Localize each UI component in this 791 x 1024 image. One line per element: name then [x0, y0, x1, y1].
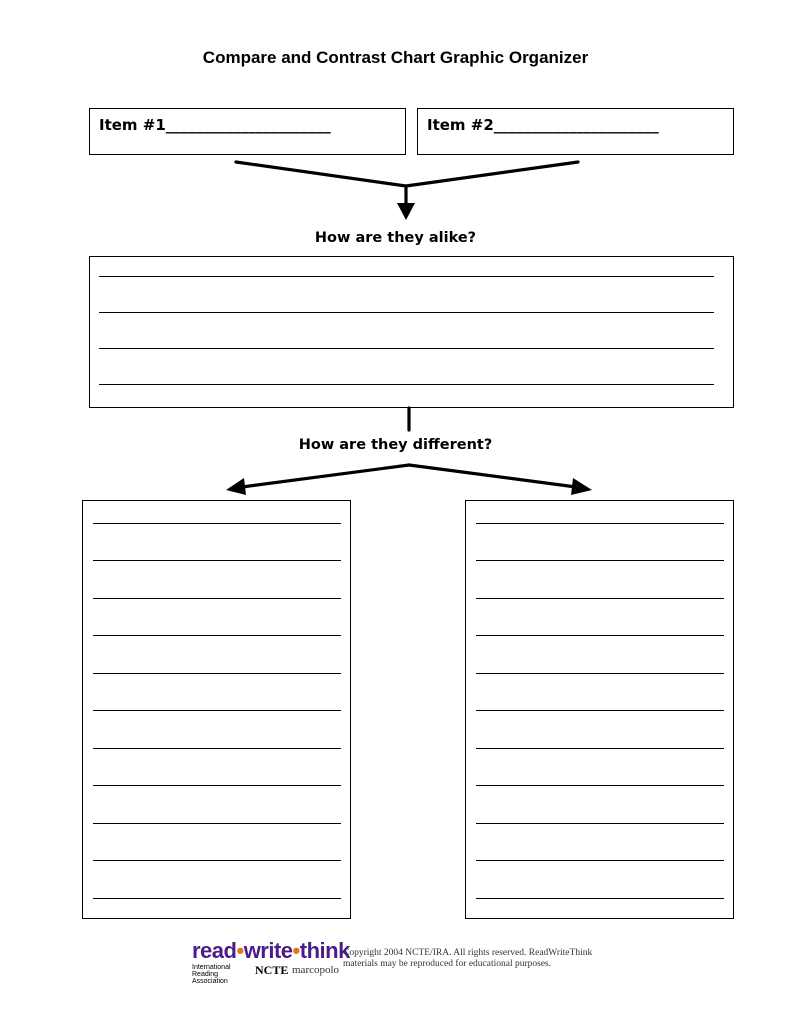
different-prompt: How are they different? [298, 437, 493, 453]
logo-partners: International Reading Association NCTE m… [192, 963, 342, 985]
different-right-line[interactable] [476, 673, 724, 674]
different-left-box[interactable] [82, 500, 351, 919]
different-right-line[interactable] [476, 598, 724, 599]
item-2-label-wrap: Item #2______________________ [427, 116, 659, 134]
different-left-line[interactable] [93, 898, 341, 899]
logo-ncte: NCTE [255, 963, 289, 977]
different-right-box[interactable] [465, 500, 734, 919]
right-arrowhead [571, 478, 592, 495]
item-1-label: Item #1 [99, 116, 166, 134]
alike-line[interactable] [99, 312, 714, 313]
alike-line[interactable] [99, 384, 714, 385]
merge-arrow-left-stroke [234, 160, 408, 188]
item-2-label: Item #2 [427, 116, 494, 134]
page-title: Compare and Contrast Chart Graphic Organ… [202, 48, 589, 67]
item-2-box[interactable]: Item #2______________________ [417, 108, 734, 155]
logo-ira: International Reading Association [192, 964, 231, 985]
different-left-line[interactable] [93, 860, 341, 861]
different-left-line[interactable] [93, 748, 341, 749]
logo-dot-icon: • [236, 938, 244, 963]
merge-arrow-right-stroke [404, 160, 580, 188]
alike-prompt: How are they alike? [314, 230, 477, 246]
item-1-box[interactable]: Item #1______________________ [89, 108, 406, 155]
different-left-line[interactable] [93, 785, 341, 786]
different-left-line[interactable] [93, 635, 341, 636]
different-right-line[interactable] [476, 635, 724, 636]
different-right-line[interactable] [476, 710, 724, 711]
different-left-line[interactable] [93, 598, 341, 599]
alike-line[interactable] [99, 348, 714, 349]
logo-marcopolo: marcopolo [292, 964, 340, 976]
different-right-line[interactable] [476, 823, 724, 824]
logo-word-read: read [192, 938, 237, 963]
item-2-blank: ______________________ [493, 116, 659, 134]
different-right-line[interactable] [476, 898, 724, 899]
different-left-line[interactable] [93, 560, 341, 561]
alike-line[interactable] [99, 276, 714, 277]
different-left-line[interactable] [93, 523, 341, 524]
logo-word-think: think [299, 938, 351, 963]
item-1-label-wrap: Item #1______________________ [99, 116, 331, 134]
logo-dot-icon: • [292, 938, 301, 963]
down-arrowhead [397, 203, 415, 220]
copyright-notice: Copyright 2004 NCTE/IRA. All rights rese… [343, 948, 593, 969]
different-left-line[interactable] [93, 673, 341, 674]
item-1-blank: ______________________ [165, 116, 331, 134]
different-right-line[interactable] [476, 748, 724, 749]
logo-wordmark: read•write•think [192, 938, 350, 964]
different-left-line[interactable] [93, 710, 341, 711]
alike-box[interactable] [89, 256, 734, 408]
left-arrowhead [226, 478, 246, 495]
logo-word-write: write [243, 938, 293, 963]
split-arrow-left-stroke [240, 463, 411, 489]
different-right-line[interactable] [476, 860, 724, 861]
split-arrow-right-stroke [407, 463, 578, 489]
different-right-line[interactable] [476, 560, 724, 561]
different-right-line[interactable] [476, 785, 724, 786]
different-left-line[interactable] [93, 823, 341, 824]
different-right-line[interactable] [476, 523, 724, 524]
readwritethink-logo: read•write•think International Reading A… [192, 938, 350, 985]
